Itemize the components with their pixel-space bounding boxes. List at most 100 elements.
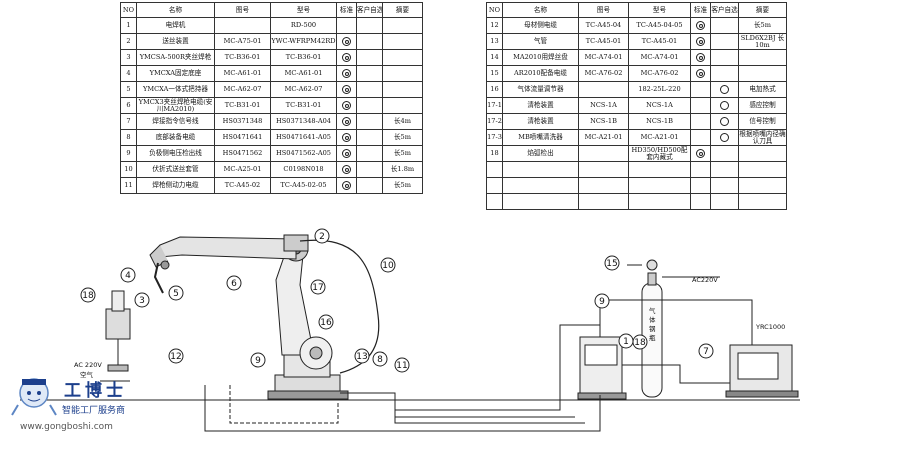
cell-std: [336, 17, 357, 34]
cell-empty: [578, 177, 629, 194]
cell-empty: [628, 161, 691, 178]
svg-text:1: 1: [623, 337, 629, 347]
svg-text:6: 6: [231, 279, 237, 289]
column-header: 标准: [336, 2, 357, 18]
cell-model: NCS-1A: [628, 97, 691, 114]
cell-opt: [356, 97, 383, 114]
cell-model: C0198N018: [270, 161, 337, 178]
cell-note: [382, 17, 423, 34]
column-header: 型号: [628, 2, 691, 18]
callout-7: 7: [698, 343, 714, 359]
cell-opt: [356, 49, 383, 66]
cell-opt: [710, 49, 739, 66]
cell-drawing: MC-A76-02: [578, 65, 629, 82]
cell-note: [738, 145, 787, 162]
cell-no: 17-3: [486, 129, 503, 146]
cell-note: 感应控制: [738, 97, 787, 114]
column-header: 标准: [690, 2, 711, 18]
cell-note: 信号控制: [738, 113, 787, 130]
cell-drawing: MC-A74-01: [578, 49, 629, 66]
callout-9a: 9: [250, 352, 266, 368]
cell-opt: [710, 113, 739, 130]
cell-std: [336, 65, 357, 82]
welding-power-source: [577, 336, 627, 400]
cell-opt: [710, 17, 739, 34]
cell-empty: [486, 161, 503, 178]
cell-note: [382, 65, 423, 82]
cell-opt: [710, 81, 739, 98]
callout-16: 15: [604, 255, 620, 271]
cell-note: 长1.8m: [382, 161, 423, 178]
svg-text:18: 18: [634, 338, 646, 348]
cell-name: 焰弧检出: [502, 145, 579, 162]
cell-no: 7: [120, 113, 137, 130]
cell-note: 长5m: [382, 177, 423, 194]
svg-text:17: 17: [312, 283, 323, 293]
cell-note: 电加热式: [738, 81, 787, 98]
cell-empty: [628, 177, 691, 194]
standard-mark-icon: [342, 149, 351, 158]
cell-std: [336, 49, 357, 66]
cell-name: YMCX3夹丝焊枪电缆(安川MA2010): [136, 97, 215, 114]
standard-mark-icon: [696, 149, 705, 158]
cell-model: MC-A61-01: [270, 65, 337, 82]
callout-12: 12: [168, 348, 184, 364]
standard-mark-icon: [696, 37, 705, 46]
cell-std: [690, 113, 711, 130]
cell-opt: [356, 113, 383, 130]
cell-name: 气体流量调节器: [502, 81, 579, 98]
callout-15: 17: [310, 279, 326, 295]
cell-note: [738, 65, 787, 82]
cell-drawing: MC-A25-01: [214, 161, 271, 178]
cell-name: 电焊机: [136, 17, 215, 34]
cell-std: [336, 177, 357, 194]
cell-drawing: HS0471562: [214, 145, 271, 162]
cell-std: [690, 97, 711, 114]
cell-model: TC-A45-04-05: [628, 17, 691, 34]
cell-name: MA2010用焊丝盘: [502, 49, 579, 66]
standard-mark-icon: [342, 85, 351, 94]
cell-name: 焊接指令信号线: [136, 113, 215, 130]
cell-empty: [710, 161, 739, 178]
optional-mark-icon: [720, 101, 729, 110]
cell-empty: [502, 161, 579, 178]
cell-note: 长5m: [382, 129, 423, 146]
cell-drawing: NCS-1B: [578, 113, 629, 130]
cell-name: 送丝装置: [136, 33, 215, 50]
svg-text:13: 13: [356, 352, 367, 362]
cell-name: 焊枪侧动力电缆: [136, 177, 215, 194]
logo-title: 工博士: [64, 381, 127, 401]
callout-2: 2: [314, 228, 330, 244]
callout-10: 10: [380, 257, 396, 273]
cell-std: [336, 97, 357, 114]
optional-mark-icon: [720, 85, 729, 94]
cell-std: [336, 145, 357, 162]
column-header: 图号: [578, 2, 629, 18]
svg-text:9: 9: [599, 297, 605, 307]
standard-mark-icon: [696, 21, 705, 30]
cylinder-char: 气: [649, 306, 656, 315]
cell-model: HS0371348-A04: [270, 113, 337, 130]
cell-opt: [356, 129, 383, 146]
cell-no: 18: [486, 145, 503, 162]
cell-empty: [710, 177, 739, 194]
cell-drawing: HS0471641: [214, 129, 271, 146]
cell-empty: [486, 177, 503, 194]
cell-drawing: [214, 17, 271, 34]
cell-name: 伏折式送丝套管: [136, 161, 215, 178]
column-header: NO: [120, 2, 137, 18]
table-row-empty: [486, 177, 787, 194]
standard-mark-icon: [342, 69, 351, 78]
cell-model: YWC-WFRPM42RD: [270, 33, 337, 50]
table-row-empty: [486, 193, 787, 210]
callout-1: 1: [618, 333, 634, 349]
system-diagram: 2 4 5 3 6 10 17 16 18 12 9 13 8 11 15 9 …: [20, 228, 800, 432]
cell-name: 负极侧电压检出线: [136, 145, 215, 162]
